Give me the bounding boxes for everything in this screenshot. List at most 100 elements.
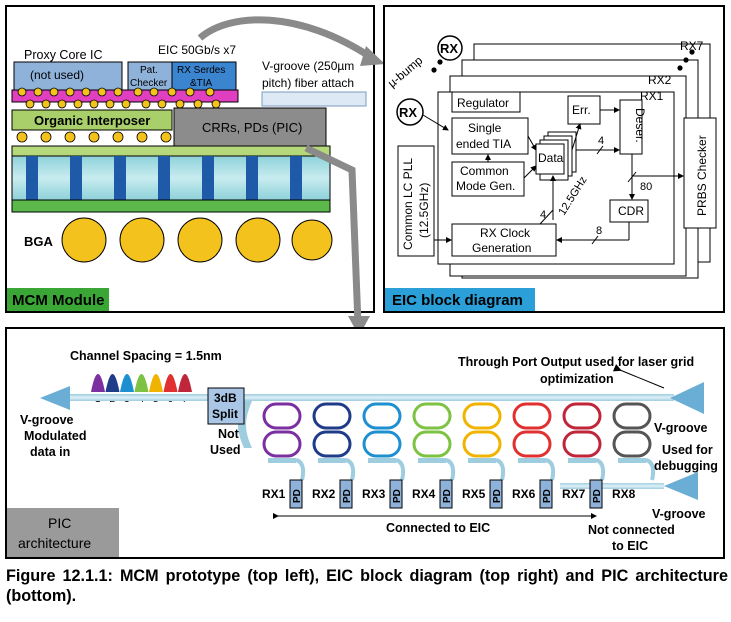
- deser-block: [619, 99, 643, 155]
- ring-lower: [462, 430, 502, 458]
- ring-lower: [512, 430, 552, 458]
- drop-bend: [345, 458, 356, 481]
- ring-lower: [562, 430, 602, 458]
- rx7-label: RX7: [680, 39, 704, 53]
- not-connected-label-2: to EIC: [612, 539, 648, 553]
- vgroove-right-label: V-groove: [654, 421, 708, 435]
- vgroove-in-label-2: Modulated: [24, 429, 87, 443]
- bus-waveguide: [244, 394, 674, 401]
- ring-lower: [612, 430, 652, 458]
- deser-label: Deser.: [633, 108, 647, 143]
- bga-label: BGA: [24, 234, 54, 249]
- microbumps: [17, 87, 221, 109]
- drop-bend: [295, 458, 306, 481]
- rx-clock-label-2: Generation: [472, 241, 531, 255]
- eic-panel: RX7 RX2 RX1 µ-bump RX RX Regulator Singl…: [383, 5, 725, 313]
- rx-serdes-block: [171, 61, 237, 91]
- tia-block: [451, 117, 529, 155]
- crrs-label: CRRs, PDs (PIC): [202, 120, 302, 135]
- not-connected-label: Not connected: [588, 523, 675, 537]
- ring-lower: [362, 430, 402, 458]
- vgroove-in-label: V-groove: [20, 413, 74, 427]
- rx-label: RX4: [412, 487, 436, 501]
- regulator-block: [451, 91, 521, 113]
- rx-label: RX6: [512, 487, 536, 501]
- vgroove-through: [670, 382, 704, 414]
- ring-upper: [312, 402, 352, 430]
- drop-bend: [645, 458, 656, 481]
- drop-bend: [545, 458, 556, 481]
- mcm-title-bg: [7, 288, 109, 311]
- vias: [26, 156, 302, 200]
- drop-bend: [395, 458, 406, 481]
- common-mode-label: Common: [460, 164, 509, 178]
- pat-checker-label-2: Checker: [130, 78, 168, 89]
- photodiode: [339, 479, 353, 509]
- rx-pad-top: [437, 35, 463, 61]
- rx-serdes-label-2: &TIA: [190, 78, 213, 89]
- bga-balls: [61, 217, 333, 263]
- common-mode-block: [451, 161, 525, 197]
- input-waveguide: [70, 394, 208, 401]
- pd-label: PD: [592, 489, 603, 503]
- photodiode: [389, 479, 403, 509]
- grey-arrows: [197, 16, 385, 336]
- drop-waveguide-stub: [568, 458, 596, 463]
- pd-label: PD: [542, 489, 553, 503]
- data-label: Data: [538, 151, 564, 165]
- wavelength-peak: [149, 374, 163, 392]
- ring-upper: [362, 402, 402, 430]
- eic-title-bg: [385, 288, 535, 311]
- rx-label: RX7: [562, 487, 586, 501]
- eic-title: EIC block diagram: [392, 292, 523, 309]
- through-port-label: Through Port Output used for laser grid: [458, 355, 694, 369]
- interposer-bumps: [16, 131, 172, 143]
- not-used-label-pic: Not: [218, 427, 240, 441]
- ring-upper: [562, 402, 602, 430]
- vgroove-attach-label: V-groove (250µm: [262, 59, 354, 73]
- organic-interposer: [11, 109, 173, 131]
- ring-upper: [412, 402, 452, 430]
- vgroove-in-label-3: data in: [30, 445, 70, 459]
- rx-label: RX1: [262, 487, 286, 501]
- rx-clock-block: [451, 223, 557, 257]
- rx-serdes-label: RX Serdes: [177, 65, 225, 76]
- rx2-label: RX2: [648, 73, 672, 87]
- photodiode: [589, 479, 603, 509]
- drop-bend: [445, 458, 456, 481]
- mcm-title: MCM Module: [12, 292, 104, 309]
- pll-block: [397, 145, 435, 257]
- through-port-label-2: optimization: [540, 372, 614, 386]
- pic-title-bg: [7, 508, 119, 557]
- photodiode: [539, 479, 553, 509]
- data-block: [535, 143, 565, 175]
- drop-waveguide-stub: [468, 458, 496, 463]
- drop-waveguide-stub: [418, 458, 446, 463]
- vgroove-in: [40, 386, 70, 410]
- err-label: Err.: [572, 103, 591, 117]
- proxy-core-label: Proxy Core IC: [24, 48, 103, 62]
- rx1-label: RX1: [640, 89, 664, 103]
- split-label: 3dB: [214, 391, 237, 405]
- rx-label: RX2: [312, 487, 336, 501]
- tia-label: Single: [468, 121, 502, 135]
- wavelength-peak: [178, 374, 192, 392]
- drop-waveguide: [560, 483, 664, 489]
- photodiode: [489, 479, 503, 509]
- ring-resonators: [262, 402, 656, 481]
- pd-label: PD: [392, 489, 403, 503]
- regulator-label: Regulator: [457, 96, 509, 110]
- common-mode-label-2: Mode Gen.: [456, 179, 515, 193]
- channel-spacing-label: Channel Spacing = 1.5nm: [70, 349, 222, 363]
- ring-upper: [612, 402, 652, 430]
- pll-label: Common LC PLL: [401, 158, 415, 250]
- drop-waveguide-stub: [368, 458, 396, 463]
- rx-pad-label: RX: [399, 105, 417, 120]
- bus-4-label: 4: [598, 135, 604, 147]
- photodiode: [289, 479, 303, 509]
- pll-label-2: (12.5GHz): [417, 183, 431, 238]
- ring-lower: [312, 430, 352, 458]
- proxy-core-ic: [13, 61, 123, 91]
